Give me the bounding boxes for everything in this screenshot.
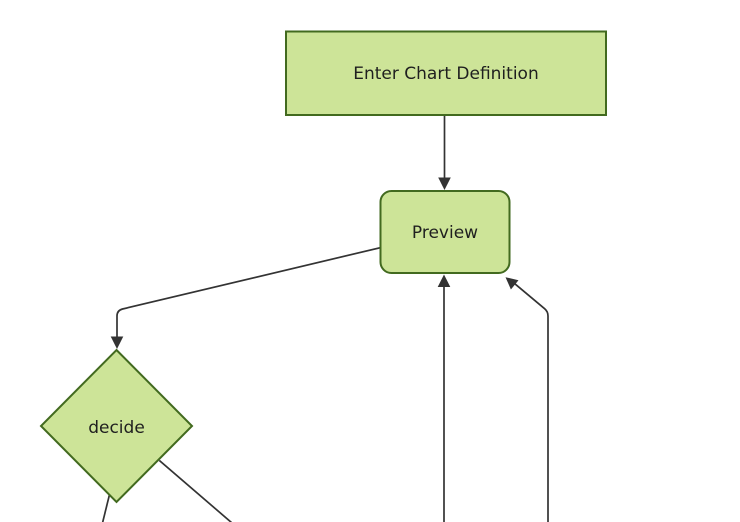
- edge-group: [101, 114, 549, 522]
- node-decide: decide: [39, 348, 194, 504]
- arrowhead-into-preview-top: [438, 177, 451, 190]
- enter-chart-definition-label: Enter Chart Definition: [353, 64, 538, 84]
- edge-decide-to-offscreen-left: [101, 493, 111, 522]
- decide-diamond: [39, 348, 194, 504]
- edge-preview-to-decide: [116, 246, 383, 339]
- decide-label: decide: [88, 418, 145, 438]
- edge-offscreen-to-preview-corner: [513, 282, 549, 522]
- arrowhead-into-decide-top: [110, 336, 124, 349]
- preview-box: [379, 190, 511, 274]
- enter-chart-definition-box: [285, 30, 607, 116]
- node-enter-chart-definition: Enter Chart Definition: [285, 30, 607, 116]
- node-preview: Preview: [379, 190, 511, 274]
- arrowhead-into-preview-corner: [505, 277, 519, 290]
- edge-decide-to-offscreen-right: [158, 459, 233, 522]
- arrowhead-into-preview-bottom: [437, 274, 451, 287]
- preview-label: Preview: [412, 223, 478, 243]
